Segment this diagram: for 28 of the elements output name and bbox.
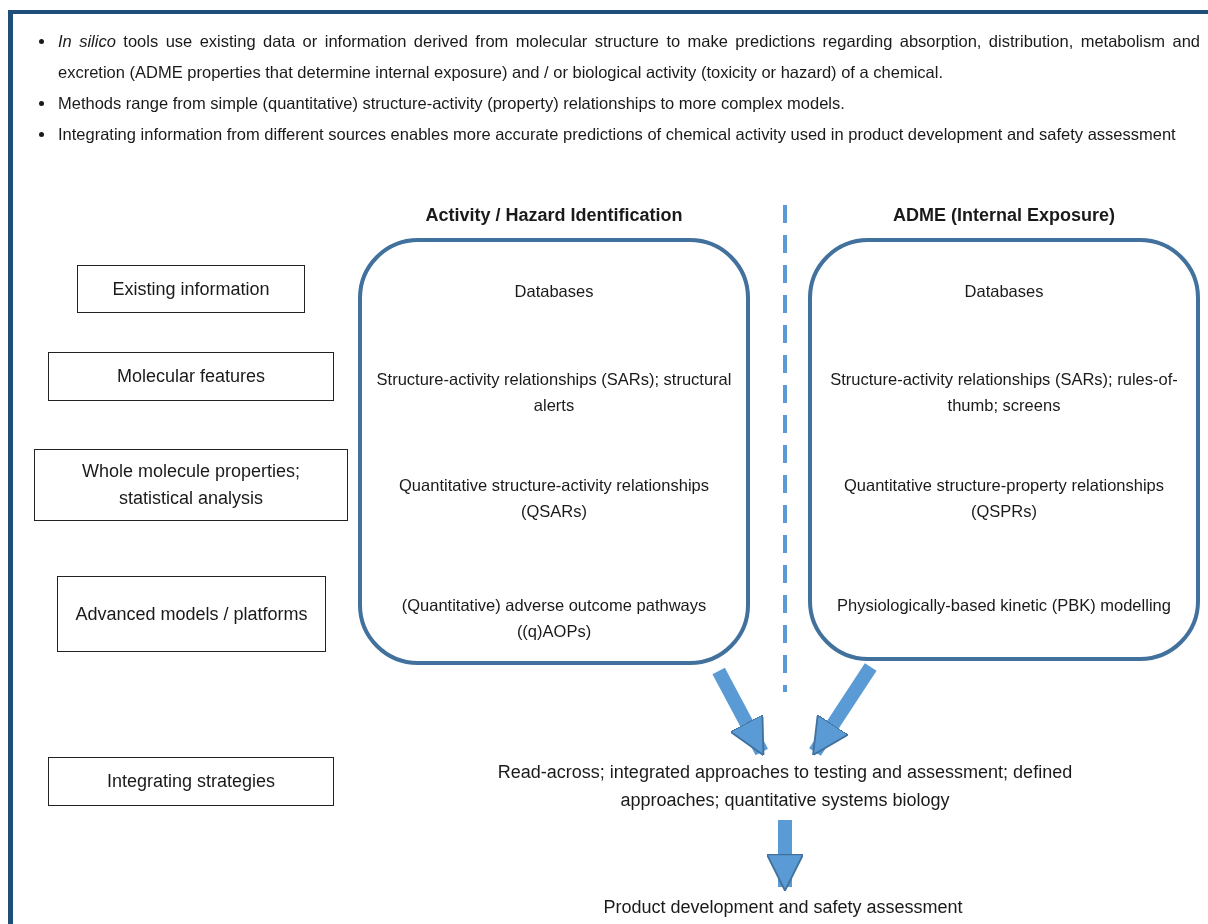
box-label: Whole molecule properties; statistical analysis [80, 460, 302, 510]
category-box [77, 265, 305, 313]
category-box [48, 352, 334, 401]
outcome-text: Read-across; integrated approaches to testing and assessment; defined approaches; quantitative systems biology [470, 758, 1100, 814]
bullet-text: Methods range from simple (quantitative) structure-activity (property) relationships to more complex models. [58, 93, 845, 114]
box-label: Molecular features [116, 365, 266, 388]
panel-text: Quantitative structure-property relationships (QSPRs) [842, 475, 1166, 522]
category-box [34, 449, 348, 521]
box-label: Existing information [112, 277, 270, 301]
panel-text: Structure-activity relationships (SARs); structural alerts [375, 369, 733, 416]
panel-heading: ADME (Internal Exposure) [892, 204, 1116, 227]
panel-text: Quantitative structure-activity relationships (QSARs) [398, 475, 710, 522]
block-arrow [712, 667, 768, 757]
outcome-text: Product development and safety assessment [540, 893, 1026, 921]
panel-text: Databases [963, 281, 1045, 302]
panel-text: Structure-activity relationships (SARs); rules-of-thumb; screens [829, 369, 1179, 416]
bullet-text: In silico tools use existing data or information derived from molecular structure to make predictions regarding absorption, distribution, metabolism and excretion (ADME properties that determine internal exposure) and / or biological activity (toxicity or hazard) of a chemical. [58, 31, 1200, 83]
block-arrow [765, 820, 805, 892]
panel-text: (Quantitative) adverse outcome pathways ((q)AOPs) [400, 595, 708, 642]
block-arrow [809, 663, 877, 756]
category-box [57, 576, 326, 652]
panel-text: Databases [513, 281, 595, 302]
panel-heading: Activity / Hazard Identification [424, 204, 684, 227]
box-label: Advanced models / platforms [75, 602, 308, 626]
category-box [48, 757, 334, 806]
bullet-text: Integrating information from different sources enables more accurate predictions of chemical activity used in product development and safety assessment [58, 124, 1176, 145]
box-label: Integrating strategies [106, 770, 276, 793]
panel-text: Physiologically-based kinetic (PBK) modelling [836, 595, 1172, 616]
